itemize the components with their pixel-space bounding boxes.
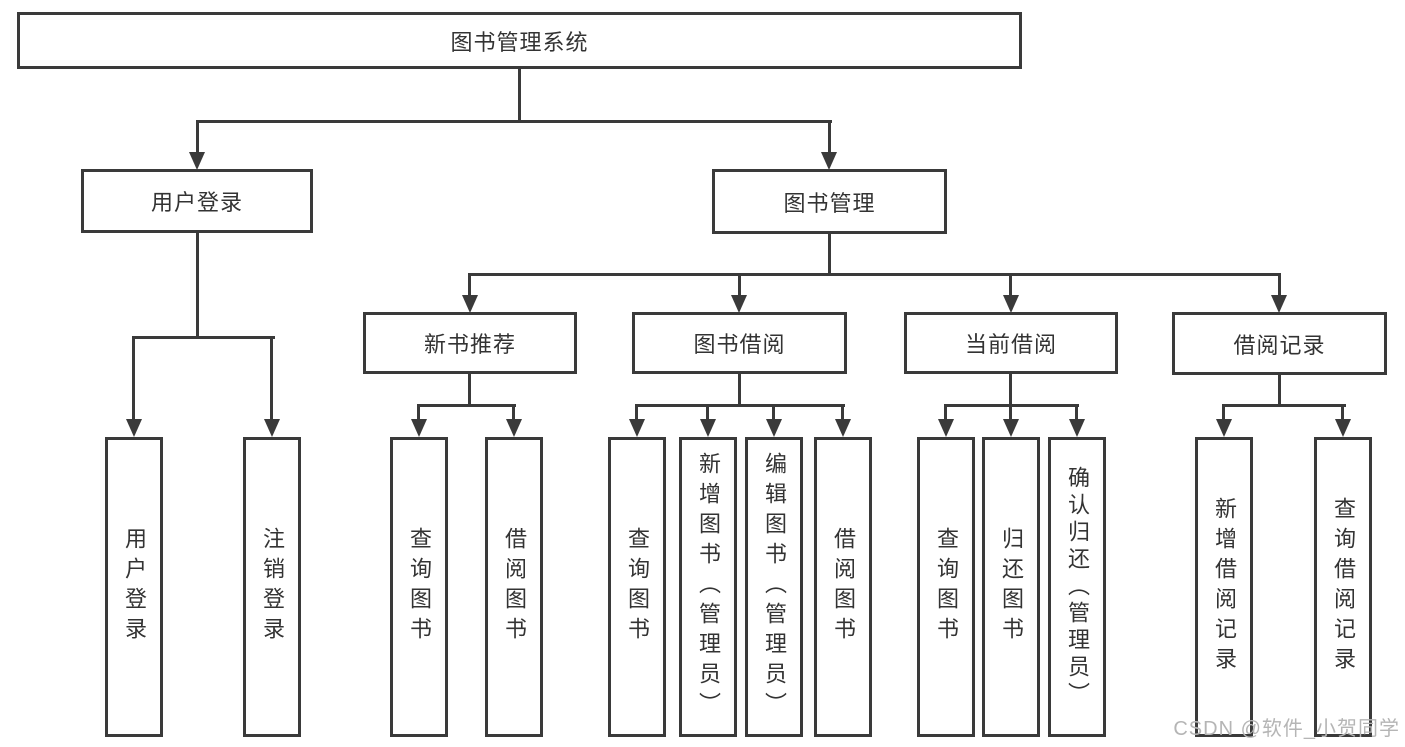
node-borrow-records: 借阅记录	[1172, 312, 1387, 375]
leaf-borrow-books: 借阅图书	[485, 437, 543, 737]
leaf-query-books: 查询图书	[917, 437, 975, 737]
connector-line	[1278, 273, 1281, 295]
connector-line	[706, 404, 709, 419]
node-label: 用户登录	[122, 527, 147, 647]
leaf-query-borrow-record: 查询借阅记录	[1314, 437, 1372, 737]
connector-line	[132, 336, 135, 419]
node-label: 用户登录	[150, 190, 243, 215]
watermark-text: CSDN @软件_小贺同学	[1173, 718, 1400, 740]
arrowhead-icon	[835, 419, 851, 437]
connector-line	[1009, 273, 1012, 295]
node-label: 新增图书（管理员）	[696, 452, 721, 722]
arrowhead-icon	[1003, 295, 1019, 313]
node-label: 图书管理	[783, 190, 876, 216]
connector-line	[772, 404, 775, 419]
connector-line	[828, 234, 831, 275]
node-book-management: 图书管理	[712, 169, 947, 234]
arrowhead-icon	[938, 419, 954, 437]
connector-line	[1278, 375, 1281, 406]
node-label: 查询借阅记录	[1331, 497, 1356, 677]
arrowhead-icon	[1216, 419, 1232, 437]
connector-line	[196, 120, 832, 123]
node-label: 新书推荐	[423, 332, 516, 357]
leaf-edit-books-admin: 编辑图书（管理员）	[745, 437, 803, 737]
leaf-query-books: 查询图书	[390, 437, 448, 737]
node-label: 归还图书	[999, 527, 1024, 647]
connector-line	[196, 233, 199, 338]
arrowhead-icon	[189, 152, 205, 170]
node-label: 查询图书	[934, 527, 959, 647]
connector-line	[196, 120, 199, 152]
arrowhead-icon	[462, 295, 478, 313]
connector-line	[738, 273, 741, 295]
arrowhead-icon	[1069, 419, 1085, 437]
node-label: 借阅图书	[831, 527, 856, 647]
connector-line	[828, 120, 831, 152]
arrowhead-icon	[1335, 419, 1351, 437]
node-label: 确认归还（管理员）	[1065, 465, 1090, 709]
connector-line	[417, 404, 420, 419]
arrowhead-icon	[411, 419, 427, 437]
connector-line	[270, 336, 273, 419]
connector-line	[944, 404, 947, 419]
connector-line	[841, 404, 844, 419]
connector-line	[1009, 404, 1012, 419]
node-new-book-recommend: 新书推荐	[363, 312, 577, 374]
node-label: 图书借阅	[693, 332, 786, 357]
node-current-borrowing: 当前借阅	[904, 312, 1118, 374]
connector-line	[518, 69, 521, 120]
node-root: 图书管理系统	[17, 12, 1022, 69]
node-label: 查询图书	[407, 527, 432, 647]
leaf-borrow-books: 借阅图书	[814, 437, 872, 737]
connector-line	[1075, 404, 1078, 419]
leaf-confirm-return-admin: 确认归还（管理员）	[1048, 437, 1106, 737]
arrowhead-icon	[1003, 419, 1019, 437]
arrowhead-icon	[126, 419, 142, 437]
arrowhead-icon	[629, 419, 645, 437]
connector-line	[635, 404, 638, 419]
leaf-add-books-admin: 新增图书（管理员）	[679, 437, 737, 737]
leaf-logout: 注销登录	[243, 437, 301, 737]
connector-line	[635, 404, 845, 407]
connector-line	[738, 374, 741, 406]
node-label: 查询图书	[625, 527, 650, 647]
node-label: 编辑图书（管理员）	[762, 452, 787, 722]
leaf-add-borrow-record: 新增借阅记录	[1195, 437, 1253, 737]
connector-line	[1222, 404, 1346, 407]
arrowhead-icon	[766, 419, 782, 437]
connector-line	[468, 273, 1281, 276]
connector-line	[1009, 374, 1012, 406]
arrowhead-icon	[264, 419, 280, 437]
leaf-query-books: 查询图书	[608, 437, 666, 737]
arrowhead-icon	[821, 152, 837, 170]
leaf-user-login: 用户登录	[105, 437, 163, 737]
connector-line	[468, 374, 471, 406]
node-book-borrowing: 图书借阅	[632, 312, 847, 374]
connector-line	[132, 336, 275, 339]
connector-line	[1341, 404, 1344, 419]
node-label: 图书管理系统	[450, 29, 589, 55]
arrowhead-icon	[700, 419, 716, 437]
node-label: 新增借阅记录	[1212, 497, 1237, 677]
arrowhead-icon	[506, 419, 522, 437]
connector-line	[512, 404, 515, 419]
leaf-return-books: 归还图书	[982, 437, 1040, 737]
node-label: 当前借阅	[964, 332, 1057, 357]
connector-line	[1222, 404, 1225, 419]
node-label: 借阅记录	[1233, 332, 1326, 358]
arrowhead-icon	[1271, 295, 1287, 313]
node-user-login: 用户登录	[81, 169, 313, 233]
node-label: 借阅图书	[502, 527, 527, 647]
connector-line	[417, 404, 516, 407]
arrowhead-icon	[731, 295, 747, 313]
node-label: 注销登录	[260, 527, 285, 647]
connector-line	[468, 273, 471, 295]
